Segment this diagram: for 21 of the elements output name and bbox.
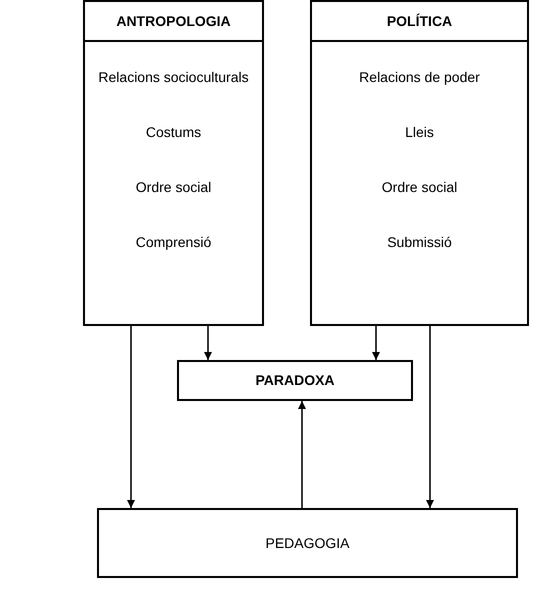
topic-item: Relacions de poder [359,68,480,86]
topic-heading: POLÍTICA [386,12,452,30]
concept-box [97,508,518,578]
topic-heading: ANTROPOLOGIA [116,12,231,30]
topic-item: Costums [146,123,202,141]
topic-item: Submissió [387,233,452,251]
topic-box [310,0,529,326]
concept-label: PARADOXA [255,371,335,390]
topic-item: Comprensió [136,233,212,251]
arrow [372,326,380,360]
topic-box [83,0,264,326]
arrow [204,326,212,360]
concept-label: PEDAGOGIA [265,534,350,552]
topic-item: Lleis [405,123,434,141]
topic-item: Relacions socioculturals [98,68,249,86]
arrow [298,401,306,508]
arrow [426,326,434,508]
arrow [127,326,135,508]
topic-item: Ordre social [382,178,458,196]
concept-box [177,360,413,401]
topic-item: Ordre social [136,178,212,196]
